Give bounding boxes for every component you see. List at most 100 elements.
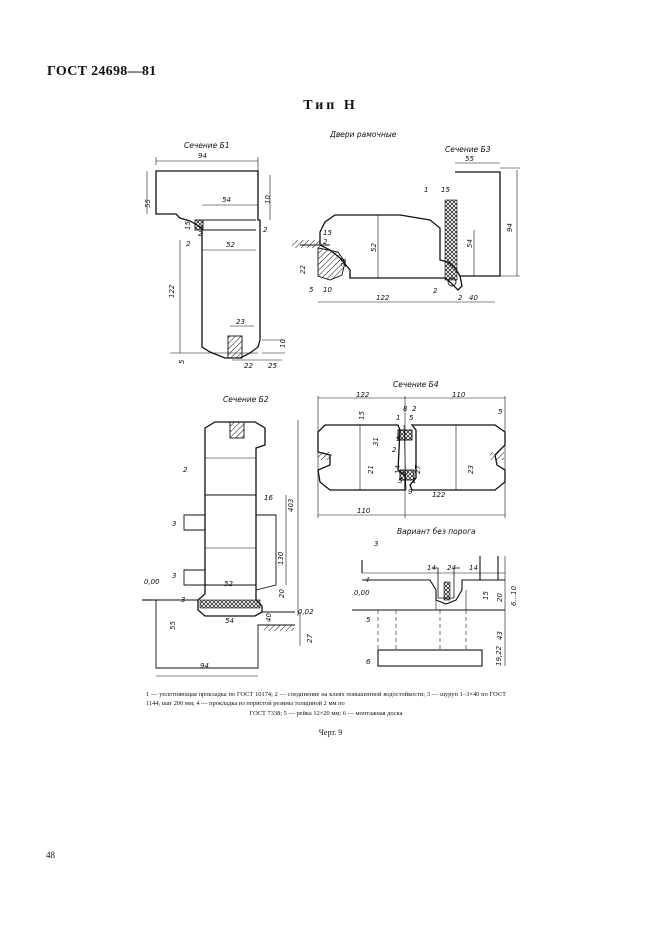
svg-text:1: 1 bbox=[412, 477, 416, 485]
svg-text:2: 2 bbox=[183, 466, 188, 474]
section-b1-label: Сечение Б1 bbox=[184, 141, 230, 150]
svg-text:122: 122 bbox=[376, 294, 390, 302]
svg-text:15: 15 bbox=[482, 591, 490, 600]
svg-text:22: 22 bbox=[299, 265, 307, 274]
svg-text:21: 21 bbox=[367, 465, 375, 474]
svg-text:54: 54 bbox=[466, 239, 474, 248]
svg-text:24: 24 bbox=[447, 564, 456, 572]
svg-text:23: 23 bbox=[236, 318, 245, 326]
svg-text:20: 20 bbox=[278, 589, 286, 598]
svg-text:2: 2 bbox=[392, 446, 397, 454]
section-variant-label: Вариант без порога bbox=[397, 527, 476, 536]
svg-text:122: 122 bbox=[356, 391, 370, 399]
svg-text:31: 31 bbox=[372, 437, 380, 446]
svg-text:3: 3 bbox=[181, 596, 185, 604]
svg-text:122: 122 bbox=[432, 491, 446, 499]
section-variant-dimensions: 3 14 24 14 4 0,00 15 20 6...10 5 43 6 19… bbox=[354, 540, 518, 666]
section-variant: Вариант без порога bbox=[352, 527, 506, 667]
svg-text:2: 2 bbox=[323, 238, 328, 246]
svg-text:40: 40 bbox=[469, 294, 478, 302]
svg-text:23: 23 bbox=[340, 258, 348, 267]
svg-text:15: 15 bbox=[441, 186, 450, 194]
section-b2-dimensions: 2 16 3 403 130 3 0,00 52 20 3 54 40 0,02… bbox=[144, 466, 314, 670]
svg-text:5: 5 bbox=[398, 477, 403, 485]
svg-text:3: 3 bbox=[374, 540, 378, 548]
svg-text:94: 94 bbox=[200, 662, 209, 670]
svg-text:2: 2 bbox=[263, 226, 268, 234]
svg-text:15: 15 bbox=[358, 411, 366, 420]
svg-text:2: 2 bbox=[186, 240, 191, 248]
svg-text:52: 52 bbox=[370, 243, 378, 252]
svg-text:4: 4 bbox=[365, 576, 369, 584]
standard-header: ГОСТ 24698—81 bbox=[47, 64, 157, 79]
svg-text:5: 5 bbox=[402, 469, 410, 474]
svg-text:0,00: 0,00 bbox=[354, 589, 370, 597]
svg-text:19,22: 19,22 bbox=[495, 645, 503, 666]
svg-text:27: 27 bbox=[414, 465, 422, 474]
section-b4: Сечение Б4 bbox=[317, 380, 506, 518]
section-b3-dimensions: 55 1 15 54 94 15 52 2 22 23 5 10 2 122 2… bbox=[299, 155, 514, 302]
drawing-legend: 1 — уплотняющая прокладка по ГОСТ 10174;… bbox=[146, 690, 506, 718]
section-b3-label: Сечение Б3 bbox=[445, 145, 491, 154]
svg-text:55: 55 bbox=[144, 199, 152, 208]
svg-text:27: 27 bbox=[306, 634, 314, 643]
svg-text:5: 5 bbox=[498, 408, 503, 416]
svg-text:52: 52 bbox=[226, 241, 235, 249]
section-b3: Сечение Б3 bbox=[292, 145, 520, 303]
svg-text:55: 55 bbox=[169, 621, 177, 630]
svg-text:15: 15 bbox=[323, 229, 332, 237]
svg-text:130: 130 bbox=[277, 551, 285, 565]
svg-text:10: 10 bbox=[279, 339, 287, 348]
svg-text:110: 110 bbox=[357, 507, 371, 515]
svg-text:20: 20 bbox=[496, 593, 504, 602]
legend-text: 1 — уплотняющая прокладка по ГОСТ 10174;… bbox=[146, 691, 506, 708]
svg-text:2: 2 bbox=[433, 287, 438, 295]
section-b1-dimensions: 94 54 10 55 15 2 2 52 2 122 23 10 5 22 2… bbox=[144, 152, 287, 370]
svg-text:8: 8 bbox=[403, 405, 408, 413]
section-b4-dimensions: 122 110 8 2 5 1 5 15 31 9 2 21 27 14 5 2… bbox=[356, 391, 503, 515]
svg-text:14: 14 bbox=[427, 564, 436, 572]
svg-text:94: 94 bbox=[198, 152, 207, 160]
svg-text:5: 5 bbox=[366, 616, 371, 624]
svg-text:25: 25 bbox=[268, 362, 277, 370]
svg-text:14: 14 bbox=[469, 564, 478, 572]
svg-text:5: 5 bbox=[409, 414, 414, 422]
page-number: 48 bbox=[46, 850, 55, 860]
section-b2: Сечение Б2 bbox=[142, 395, 301, 677]
svg-text:54: 54 bbox=[222, 196, 231, 204]
svg-text:9: 9 bbox=[408, 488, 413, 496]
svg-text:2: 2 bbox=[458, 294, 463, 302]
svg-text:1: 1 bbox=[424, 186, 428, 194]
svg-text:40: 40 bbox=[265, 613, 273, 622]
svg-text:94: 94 bbox=[506, 223, 514, 232]
legend-text-last: ГОСТ 7338; 5 — рейка 12×20 мм; 6 — монта… bbox=[249, 709, 403, 717]
page-title: Тип Н bbox=[303, 98, 358, 113]
svg-text:0,02: 0,02 bbox=[298, 608, 314, 616]
svg-text:14: 14 bbox=[394, 465, 402, 474]
svg-text:1: 1 bbox=[396, 414, 400, 422]
svg-text:52: 52 bbox=[224, 580, 233, 588]
svg-text:122: 122 bbox=[168, 284, 176, 298]
svg-text:3: 3 bbox=[172, 520, 176, 528]
svg-text:10: 10 bbox=[323, 286, 332, 294]
svg-text:0,00: 0,00 bbox=[144, 578, 160, 586]
svg-text:22: 22 bbox=[244, 362, 253, 370]
svg-text:6: 6 bbox=[366, 658, 371, 666]
svg-text:5: 5 bbox=[178, 359, 186, 364]
section-b1: Сечение Б1 bbox=[146, 141, 285, 361]
svg-text:54: 54 bbox=[225, 617, 234, 625]
svg-text:6...10: 6...10 bbox=[510, 585, 518, 606]
svg-text:2: 2 bbox=[198, 230, 203, 238]
svg-text:15: 15 bbox=[184, 221, 192, 230]
section-b4-label: Сечение Б4 bbox=[393, 380, 439, 389]
figure-caption: Черт. 9 bbox=[318, 728, 343, 737]
drawing-subtitle: Двери рамочные bbox=[329, 130, 397, 139]
svg-text:10: 10 bbox=[264, 195, 272, 204]
svg-text:16: 16 bbox=[264, 494, 273, 502]
svg-text:9: 9 bbox=[396, 435, 401, 443]
svg-text:5: 5 bbox=[309, 286, 314, 294]
svg-text:55: 55 bbox=[465, 155, 474, 163]
svg-text:23: 23 bbox=[467, 465, 475, 474]
svg-text:110: 110 bbox=[452, 391, 466, 399]
